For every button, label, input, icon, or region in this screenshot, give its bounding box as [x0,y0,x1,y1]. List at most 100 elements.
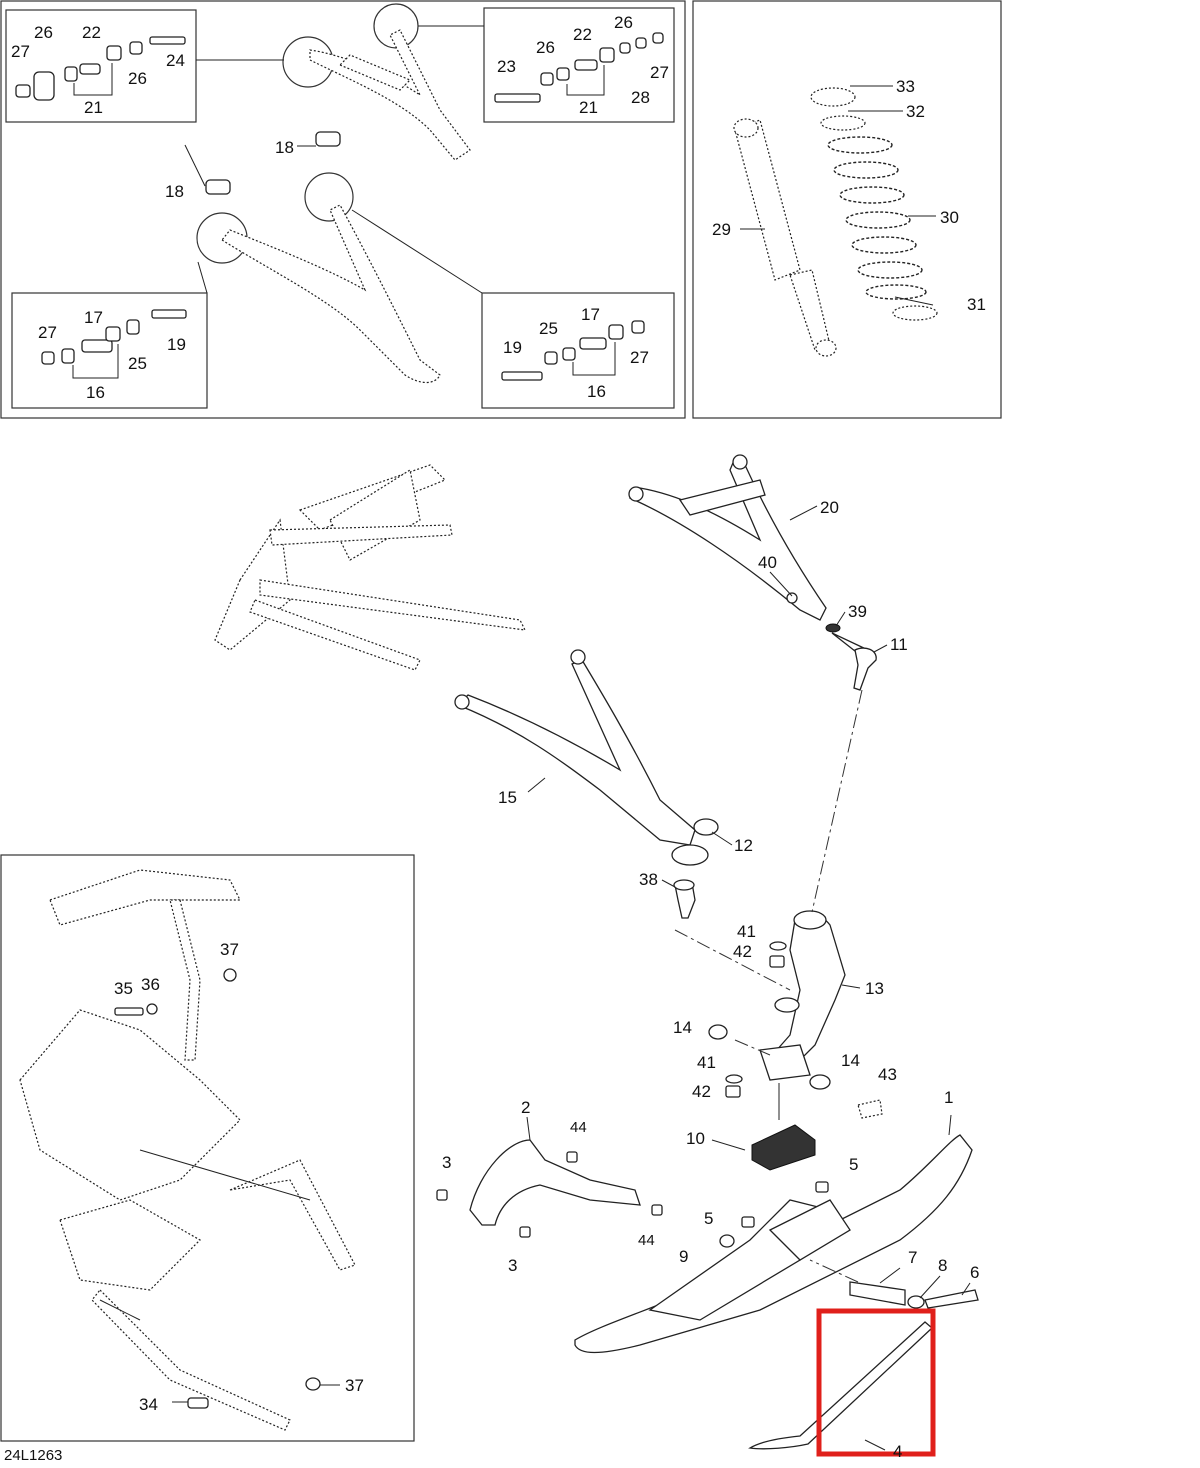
callout-44: 44 [638,1232,655,1249]
chassis-frame-dotted [19,869,356,1431]
callout-40: 40 [758,553,777,572]
callout-26: 26 [128,69,147,88]
callout-18: 18 [165,182,184,201]
callout-21: 21 [84,98,103,117]
fasteners-3-44 [436,1151,663,1238]
figure-reference-code: 24L1263 [4,1447,62,1464]
callout-30: 30 [940,208,959,227]
callout-1: 1 [944,1088,953,1107]
callout-19: 19 [503,338,522,357]
callout-18: 18 [275,138,294,157]
callout-3: 3 [508,1256,517,1275]
callout-25: 25 [128,354,147,373]
ring-12 [693,818,719,836]
callout-22: 22 [82,23,101,42]
callout-19: 19 [167,335,186,354]
callout-15: 15 [498,788,517,807]
ski-1 [574,1134,973,1354]
callout-31: 31 [967,295,986,314]
frame-detail-frame [0,854,415,1442]
callout-8: 8 [938,1256,947,1275]
callout-38: 38 [639,870,658,889]
callout-labels: 26 27 22 26 24 21 26 22 26 23 27 28 21 1… [4,13,986,1464]
callout-23: 23 [497,57,516,76]
callout-33: 33 [896,77,915,96]
callout-26: 26 [34,23,53,42]
callout-5: 5 [849,1155,858,1174]
runner-4 [748,1321,933,1450]
ball-joint-39-11 [825,623,877,691]
callout-6: 6 [970,1263,979,1282]
callout-32: 32 [906,102,925,121]
callout-43: 43 [878,1065,897,1084]
upper-a-arm-20 [628,454,827,621]
callout-34: 34 [139,1395,158,1414]
bushing-inset-bottom-right [481,292,675,409]
callout-7: 7 [908,1248,917,1267]
callout-28: 28 [631,88,650,107]
callout-leaders [172,85,971,1451]
callout-35: 35 [114,979,133,998]
shock-assembly-dotted [214,464,527,671]
callout-5: 5 [704,1209,713,1228]
highlight-box-runner [816,1308,936,1457]
bushing-inset-top-left [5,9,197,123]
callout-41: 41 [697,1053,716,1072]
callout-14: 14 [673,1018,692,1037]
callout-42: 42 [733,942,752,961]
callout-9: 9 [679,1247,688,1266]
small-hardware [708,941,883,1119]
callout-10: 10 [686,1129,705,1148]
callout-12: 12 [734,836,753,855]
callout-29: 29 [712,220,731,239]
callout-11: 11 [890,635,908,654]
assembly-lines [99,689,863,1321]
callout-16: 16 [587,382,606,401]
ski-hardware-5-6-7-8-9 [719,1181,979,1309]
callout-44: 44 [570,1119,587,1136]
callout-13: 13 [865,979,884,998]
callout-41: 41 [737,922,756,941]
bushing-inset-bottom-left [11,292,208,409]
callout-17: 17 [84,308,103,327]
callout-36: 36 [141,975,160,994]
upper-a-arm-dotted [196,3,484,161]
handle-2 [469,1139,641,1226]
callout-39: 39 [848,602,867,621]
bushing-stack-top-left [15,36,186,101]
spindle-13 [759,910,846,1081]
bushing-stack-top-right [494,32,664,103]
callout-21: 21 [579,98,598,117]
bushing-stack-bottom-left [41,309,187,379]
shock-detail-frame [692,0,1002,419]
wear-pad-10 [751,1124,816,1171]
callout-27: 27 [11,42,30,61]
callout-26: 26 [614,13,633,32]
lower-a-arm-dotted [196,172,483,384]
callout-25: 25 [539,319,558,338]
spring-30 [827,136,927,300]
ball-joint-38 [673,879,696,919]
callout-3: 3 [442,1153,451,1172]
callout-27: 27 [38,323,57,342]
callout-26: 26 [536,38,555,57]
lower-a-arm-15 [454,649,709,866]
callout-37: 37 [220,940,239,959]
callout-27: 27 [650,63,669,82]
callout-22: 22 [573,25,592,44]
callout-17: 17 [581,305,600,324]
callout-27: 27 [630,348,649,367]
callout-14: 14 [841,1051,860,1070]
washers-18 [205,131,341,195]
upper-a-arm-detail-frame [0,0,686,419]
callout-2: 2 [521,1098,530,1117]
callout-16: 16 [86,383,105,402]
callout-20: 20 [820,498,839,517]
bushing-stack-bottom-right [501,320,645,381]
shock-absorber-29 [733,118,837,357]
callout-37: 37 [345,1376,364,1395]
bushing-inset-top-right [483,7,675,123]
callout-42: 42 [692,1082,711,1101]
callout-24: 24 [166,51,185,70]
